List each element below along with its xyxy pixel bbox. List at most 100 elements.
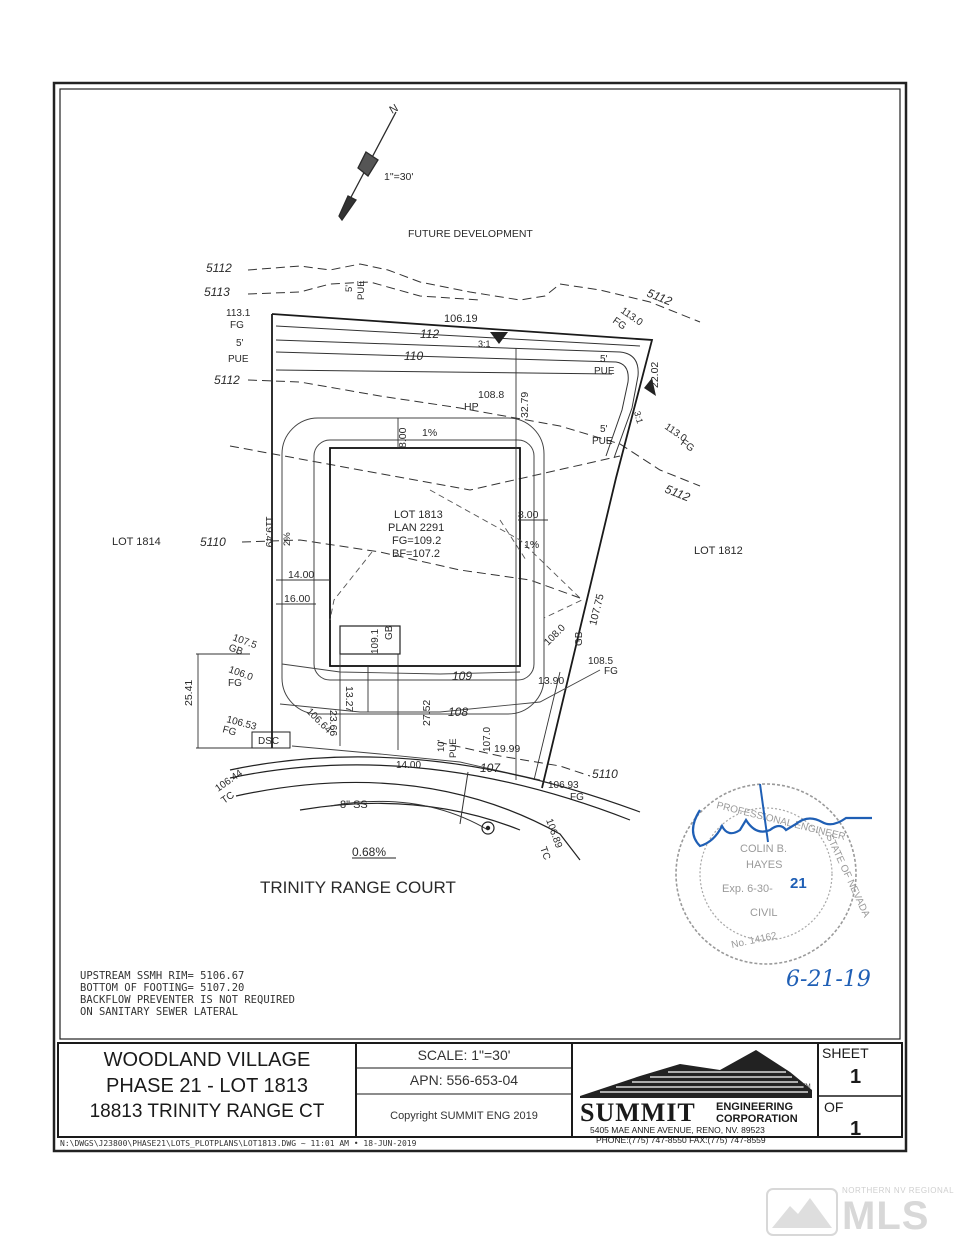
sheet-label: SHEET: [822, 1045, 869, 1061]
contour-110: 110: [404, 349, 423, 363]
grade-106-89-tc: TC: [537, 845, 552, 861]
seal-ring-bottom: STATE OF NEVADA: [823, 833, 871, 920]
dim-angle: 22.02: [649, 362, 661, 388]
dim-tick: 14.00: [396, 760, 421, 771]
slope-3-1-b: 3:1: [632, 410, 645, 425]
grade-108-0-gb: GB: [574, 631, 585, 646]
road-curbs: [229, 756, 641, 861]
slope-1pct-top: 1%: [422, 427, 437, 439]
grade-109-1: 109.1: [370, 629, 381, 654]
hp-label: HP: [464, 401, 479, 413]
dim-front-2: 13.90: [538, 675, 564, 687]
pue-label-5: PUE: [448, 738, 459, 758]
pue-dim-2: 5': [236, 338, 244, 349]
dim-drive-2: 13.27: [343, 686, 355, 712]
of-number: 1: [850, 1118, 862, 1140]
pue-dim-5: 10': [436, 739, 447, 752]
easement-lines: [275, 325, 641, 459]
dsc-label: DSC: [258, 736, 279, 747]
slope-1pct-right: 1%: [524, 539, 539, 551]
lot-info-4: BF=107.2: [392, 548, 440, 560]
grade-109-1-gb: GB: [384, 625, 395, 640]
seal-discipline: CIVIL: [750, 907, 778, 919]
pue-label-4: PUE: [592, 436, 613, 447]
building-footprint: [329, 447, 521, 667]
note-line: UPSTREAM SSMH RIM= 5106.67: [80, 970, 245, 982]
of-label: OF: [824, 1099, 844, 1115]
lot-left-label: LOT 1814: [112, 536, 161, 548]
dsc-box: [251, 731, 291, 749]
engineer-seal: PROFESSIONAL ENGINEER STATE OF NEVADA CO…: [675, 783, 872, 965]
dim-drive-3: 27.52: [421, 700, 433, 726]
sheet-number: 1: [850, 1066, 862, 1088]
dim-bldg-top: 8.00: [397, 427, 409, 448]
company-sub-2: CORPORATION: [716, 1113, 798, 1125]
dim-top: 106.19: [444, 313, 478, 325]
contour-label-4: 5110: [200, 535, 226, 549]
pue-dim-4: 5': [600, 424, 608, 435]
signature-stroke: [691, 809, 872, 848]
north-label: N: [388, 102, 401, 116]
dim-right: 107.75: [587, 593, 606, 627]
plan-scale: 1"=30': [384, 171, 413, 183]
dim-front-1: 19.99: [494, 743, 520, 755]
pue-label-1: PUE: [356, 280, 367, 300]
note-line: ON SANITARY SEWER LATERAL: [80, 1006, 239, 1018]
company-name: SUMMIT: [580, 1098, 696, 1127]
dim-setback-top: 32.79: [519, 392, 531, 418]
grading-outline: [281, 417, 545, 715]
garage-entry: [339, 625, 401, 655]
future-development-label: FUTURE DEVELOPMENT: [408, 228, 533, 240]
slope-arrow-icon-2: [644, 378, 656, 396]
seal-exp-year: 21: [790, 875, 807, 892]
grade-108-5: 108.5: [588, 656, 613, 667]
seal-name-2: HAYES: [746, 859, 782, 871]
manhole-dot: [485, 825, 491, 831]
scale-label: SCALE: 1"=30': [417, 1047, 511, 1063]
contour-109: 109: [452, 669, 472, 683]
contour-label-2: 5113: [204, 285, 230, 299]
grade-108-0: 108.0: [542, 622, 568, 648]
contour-107: 107: [480, 761, 501, 775]
pue-label-2: PUE: [228, 354, 249, 365]
signature-date: 6-21-19: [786, 967, 871, 992]
dim-side-2: 16.00: [284, 593, 310, 605]
project-title-2: PHASE 21 - LOT 1813: [106, 1075, 308, 1097]
watermark-mls: MLS: [842, 1194, 930, 1238]
note-line: BACKFLOW PREVENTER IS NOT REQUIRED: [80, 994, 295, 1006]
pue-dim-1: 5': [344, 285, 355, 292]
company-sub-1: ENGINEERING: [716, 1101, 794, 1113]
outer-border: [52, 81, 908, 1153]
dim-side-1: 14.00: [288, 569, 314, 581]
slope-3-1: 3:1: [478, 339, 491, 349]
pue-label-3: PUE: [594, 366, 615, 377]
slope-arrow-icon: [490, 332, 508, 344]
contour-label-5: 5110: [592, 767, 618, 781]
title-block-frame: [57, 1042, 903, 1138]
road-slope: 0.68%: [352, 845, 386, 859]
grade-107-5-gb: GB: [227, 642, 245, 657]
seal-exp: Exp. 6-30-: [722, 883, 773, 895]
note-line: BOTTOM OF FOOTING= 5107.20: [80, 982, 245, 994]
grade-108-5-fg: FG: [604, 666, 618, 677]
dim-bldg-right: 8.00: [518, 509, 539, 521]
company-address: 5405 MAE ANNE AVENUE, RENO, NV. 89523: [590, 1125, 765, 1135]
pad-outline: [313, 439, 535, 681]
seal-name: COLIN B.: [740, 843, 787, 855]
signature-stroke-2: [759, 783, 769, 843]
site-notes: UPSTREAM SSMH RIM= 5106.67 BOTTOM OF FOO…: [80, 970, 295, 1018]
grade-113-1: 113.1: [226, 308, 251, 319]
grade-106-53-fg: FG: [221, 724, 237, 738]
dim-rear: 25.41: [183, 680, 195, 706]
dimension-lines: [196, 348, 561, 781]
street-name: TRINITY RANGE COURT: [260, 878, 456, 897]
lot-info-1: LOT 1813: [394, 509, 443, 521]
lot-info-2: PLAN 2291: [388, 522, 444, 534]
hp-elev: 108.8: [478, 389, 504, 401]
existing-contours: [229, 263, 701, 777]
grade-106-93: 106.93: [548, 780, 579, 791]
apn-label: APN: 556-653-04: [409, 1072, 519, 1088]
dim-drive-1: 23.66: [327, 710, 339, 736]
watermark-top: NORTHERN NV REGIONAL: [842, 1186, 955, 1195]
